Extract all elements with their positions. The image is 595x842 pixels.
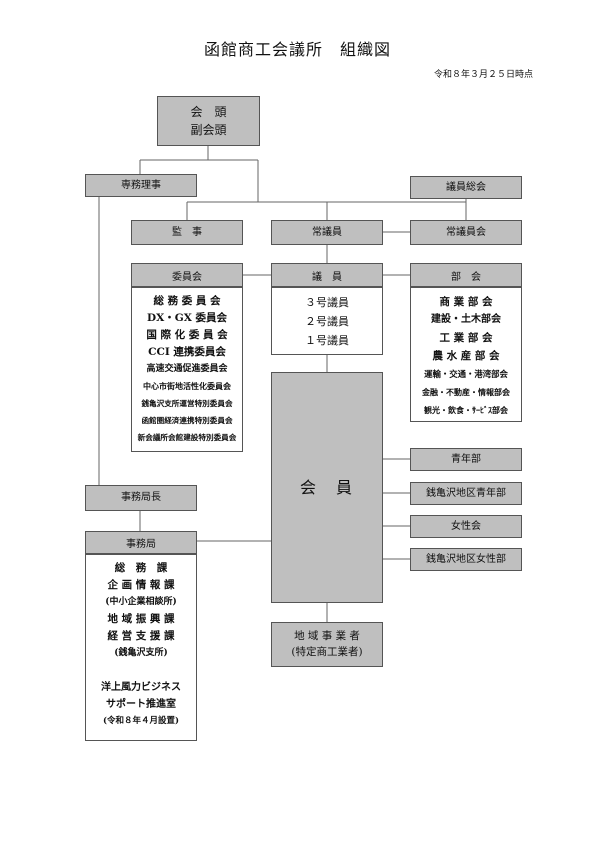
- committee-item: CCI 連携委員会: [148, 346, 226, 358]
- committee-item: 函館圏経済連携特別委員会: [141, 416, 233, 425]
- zenikamezawa-youth-box: 銭亀沢地区青年部: [410, 482, 522, 505]
- secretariat-item: 地 域 振 興 課: [107, 613, 175, 625]
- committee-item: 国 際 化 委 員 会: [146, 329, 228, 341]
- division-item: 農 水 産 部 会: [432, 350, 500, 362]
- secretariat-item: 企 画 情 報 課: [107, 579, 175, 591]
- vice-president-label: 副会頭: [190, 123, 227, 137]
- secretariat-list: 総 務 課 企 画 情 報 課 (中小企業相談所) 地 域 振 興 課 経 営 …: [86, 555, 196, 730]
- division-panel: 商 業 部 会 建設・土木部会 工 業 部 会 農 水 産 部 会 運輸・交通・…: [410, 287, 522, 422]
- committee-item: 総 務 委 員 会: [153, 295, 221, 307]
- womens-association-box: 女性会: [410, 515, 522, 538]
- secretariat-item: (銭亀沢支所): [114, 648, 168, 658]
- committee-list: 総 務 委 員 会 DX・GX 委員会 国 際 化 委 員 会 CCI 連携委員…: [132, 288, 242, 446]
- youth-division-box: 青年部: [410, 448, 522, 471]
- date-label: 令和８年３月２５日時点: [433, 70, 533, 80]
- division-list: 商 業 部 会 建設・土木部会 工 業 部 会 農 水 産 部 会 運輸・交通・…: [411, 288, 521, 419]
- regional-business-box: 地 域 事 業 者 (特定商工業者): [271, 622, 383, 667]
- secretariat-header: 事務局: [85, 531, 197, 554]
- councilor-list: ３号議員 ２号議員 １号議員: [272, 288, 382, 350]
- specified-business-label: (特定商工業者): [291, 645, 363, 658]
- division-item: 建設・土木部会: [431, 314, 501, 325]
- committee-header: 委員会: [131, 263, 243, 287]
- councilor-item: ２号議員: [305, 315, 349, 328]
- councilor-header: 議 員: [271, 263, 383, 287]
- councilor-item: ３号議員: [305, 296, 349, 309]
- division-item: 金融・不動産・情報部会: [422, 387, 510, 397]
- general-assembly-box: 議員総会: [410, 176, 522, 199]
- president-label: 会 頭: [190, 105, 227, 119]
- secretariat-item: 経 営 支 援 課: [107, 630, 175, 642]
- committee-item: 高速交通促進委員会: [146, 364, 228, 374]
- secretariat-item: サポート推進室: [106, 699, 176, 710]
- councilor-item: １号議員: [305, 334, 349, 347]
- secretariat-item: 総 務 課: [114, 562, 168, 574]
- division-item: 商 業 部 会: [439, 296, 493, 308]
- auditor-box: 監 事: [131, 220, 243, 245]
- division-header: 部 会: [410, 263, 522, 287]
- regional-business-label: 地 域 事 業 者: [294, 629, 360, 642]
- secretary-general-box: 事務局長: [85, 485, 197, 511]
- committee-item: 中心市街地活性化委員会: [143, 381, 231, 391]
- standing-councilor-box: 常議員: [271, 220, 383, 245]
- standing-council-box: 常議員会: [410, 220, 522, 245]
- committee-item: 銭亀沢支所運営特別委員会: [141, 399, 233, 408]
- senior-managing-director-box: 専務理事: [85, 174, 197, 197]
- members-box: 会 員: [271, 372, 383, 603]
- committee-panel: 総 務 委 員 会 DX・GX 委員会 国 際 化 委 員 会 CCI 連携委員…: [131, 287, 243, 452]
- secretariat-spacer: [86, 662, 196, 679]
- division-item: 観光・飲食・ｻｰﾋﾞｽ部会: [424, 405, 508, 415]
- committee-item: DX・GX 委員会: [146, 312, 228, 324]
- president-box: 会 頭 副会頭: [157, 96, 260, 146]
- councilor-panel: ３号議員 ２号議員 １号議員: [271, 287, 383, 355]
- secretariat-item: (令和８年４月設置): [102, 716, 180, 726]
- secretariat-panel: 総 務 課 企 画 情 報 課 (中小企業相談所) 地 域 振 興 課 経 営 …: [85, 554, 197, 741]
- secretariat-item: 洋上風力ビジネス: [101, 682, 181, 693]
- zenikamezawa-womens-box: 銭亀沢地区女性部: [410, 548, 522, 571]
- secretariat-item: (中小企業相談所): [105, 597, 177, 607]
- division-item: 運輸・交通・港湾部会: [424, 369, 508, 379]
- division-item: 工 業 部 会: [439, 332, 493, 344]
- page-title: 函館商工会議所 組織図: [203, 40, 391, 59]
- committee-item: 新会議所会館建設特別委員会: [137, 433, 237, 442]
